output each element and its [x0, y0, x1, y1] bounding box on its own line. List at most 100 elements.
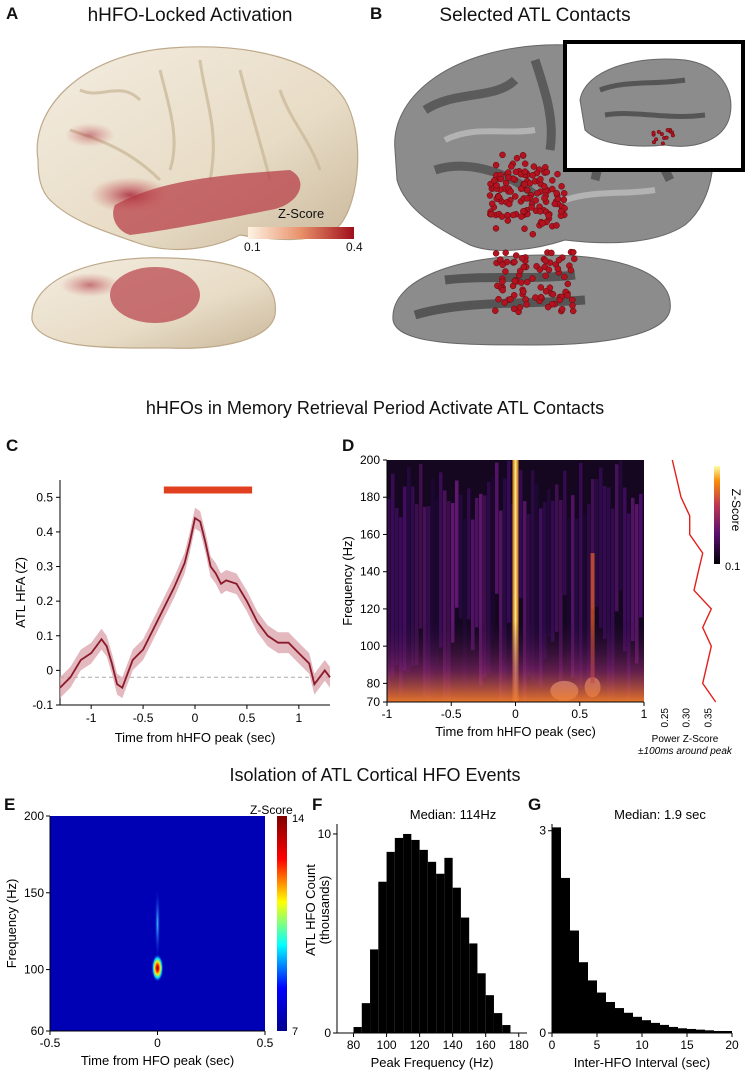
chart-d-side-profile: [671, 459, 717, 703]
chart-d-heatmap-cell: [631, 497, 635, 642]
contact-dot: [511, 277, 519, 285]
chart-d-heatmap-cell: [611, 508, 615, 698]
chart-f-xlabel: Peak Frequency (Hz): [371, 1055, 494, 1070]
chart-d-heatmap-cell: [451, 503, 455, 643]
chart-f-bar: [378, 881, 387, 1033]
contact-dot: [488, 211, 495, 218]
contact-dot: [517, 279, 525, 286]
contact-dot: [502, 268, 509, 275]
chart-d-heatmap-cell: [431, 478, 435, 696]
chart-e-hfo-streak: [154, 885, 161, 962]
contact-dot: [521, 181, 528, 188]
chart-f-bar: [394, 837, 404, 1033]
chart-g-bar: [552, 827, 561, 1033]
chart-d-heatmap-cell: [535, 482, 539, 700]
chart-g-bar: [579, 962, 588, 1033]
chart-d-side-tick-label: 0.35: [703, 708, 714, 728]
chart-c-error-band: [60, 507, 330, 699]
contact-dot: [553, 189, 560, 197]
contact-dot: [529, 172, 536, 179]
contact-dot: [492, 250, 500, 257]
chart-g-x-tick-label: 10: [635, 1038, 649, 1052]
contact-dot: [558, 305, 566, 313]
contact-dot: [554, 265, 562, 272]
chart-e-colorbar: [277, 816, 287, 1031]
contact-dot: [519, 152, 527, 159]
chart-d-heatmap-cell: [595, 478, 599, 607]
section-title-retrieval: hHFOs in Memory Retrieval Period Activat…: [145, 398, 605, 418]
chart-f-x-tick-label: 140: [443, 1038, 463, 1052]
ventral-cortex-view: [31, 257, 276, 349]
panel-letter-f: F: [312, 795, 323, 814]
contact-dot: [545, 266, 553, 274]
contact-dot: [567, 266, 575, 274]
chart-c-x-tick-label: 0.5: [239, 711, 256, 725]
contact-dot: [569, 296, 576, 304]
chart-d-heatmap-cells: [387, 460, 643, 702]
contact-dot: [659, 132, 664, 137]
chart-c-y-tick-label: 0.1: [36, 629, 53, 643]
chart-d-heatmap-cell: [479, 493, 483, 686]
contact-dot: [498, 213, 506, 220]
contact-dot: [557, 208, 565, 215]
chart-f-bar: [493, 1013, 503, 1033]
chart-f-x-tick-label: 100: [377, 1038, 397, 1052]
chart-g-bar: [723, 1030, 732, 1033]
contact-dot: [524, 278, 531, 286]
contact-dot: [517, 185, 525, 193]
chart-d-heatmap-cell: [603, 486, 607, 640]
contact-dot: [502, 179, 510, 187]
contact-dot: [518, 213, 525, 220]
chart-d-heatmap-cell: [523, 500, 527, 702]
chart-f-ylabel-2: (thousands): [317, 876, 332, 945]
chart-c-mean-line: [59, 516, 331, 690]
chart-g-bar: [714, 1030, 723, 1033]
chart-d-heatmap-cell: [459, 494, 463, 619]
chart-d-heatmap-cell: [567, 518, 571, 664]
chart-e-x-tick-label: 0: [154, 1036, 161, 1050]
contact-dot: [513, 154, 521, 162]
chart-c-x-tick-label: -1: [86, 711, 97, 725]
chart-g-annotation: Median: 1.9 sec: [614, 807, 706, 822]
contact-dot: [670, 133, 675, 138]
chart-e-xlabel: Time from HFO peak (sec): [81, 1053, 234, 1068]
contact-dot: [537, 293, 545, 301]
chart-d-heatmap-cell: [471, 519, 475, 650]
chart-d-heatmap-cell: [527, 513, 531, 677]
contact-dot: [499, 261, 506, 268]
chart-d-y-tick-label: 180: [360, 490, 380, 504]
chart-d-x-tick-label: 0.5: [571, 707, 588, 721]
chart-d-heatmap-cell: [623, 487, 627, 652]
contact-dot: [556, 296, 563, 304]
chart-g-bar: [642, 1020, 651, 1033]
chart-d-x-tick-label: 1: [641, 707, 648, 721]
chart-d-side-xlabel: Power Z-Score: [652, 734, 719, 745]
contact-dot: [564, 292, 571, 299]
chart-f-bar: [361, 1003, 371, 1033]
chart-d-heatmap-cell: [387, 498, 391, 702]
chart-g-bar: [624, 1012, 633, 1033]
contact-dot: [499, 278, 506, 285]
chart-g-bar: [669, 1026, 678, 1033]
contact-dot: [520, 288, 527, 295]
chart-f-bar: [370, 949, 379, 1033]
contact-dot: [665, 128, 670, 133]
contact-dot: [492, 161, 500, 169]
chart-c-x-tick-label: 0: [192, 711, 199, 725]
chart-d-heatmap-cell: [627, 513, 631, 700]
chart-f-bar: [485, 995, 494, 1033]
chart-d-side-tick-label: 0.25: [660, 708, 671, 728]
chart-f-bar: [419, 849, 428, 1033]
contact-dot: [537, 284, 545, 291]
contact-dot: [502, 249, 509, 257]
chart-d-heatmap-cell: [599, 467, 603, 628]
chart-g-bar: [615, 1008, 624, 1033]
chart-g-x-tick-label: 5: [594, 1038, 601, 1052]
chart-f-x-tick-label: 120: [410, 1038, 430, 1052]
chart-e-hfo-peak: [151, 954, 164, 983]
chart-d-heatmap-cell: [443, 490, 447, 702]
chart-d-heatmap-cell: [415, 504, 419, 665]
chart-d-heatmap-cell: [463, 518, 467, 692]
